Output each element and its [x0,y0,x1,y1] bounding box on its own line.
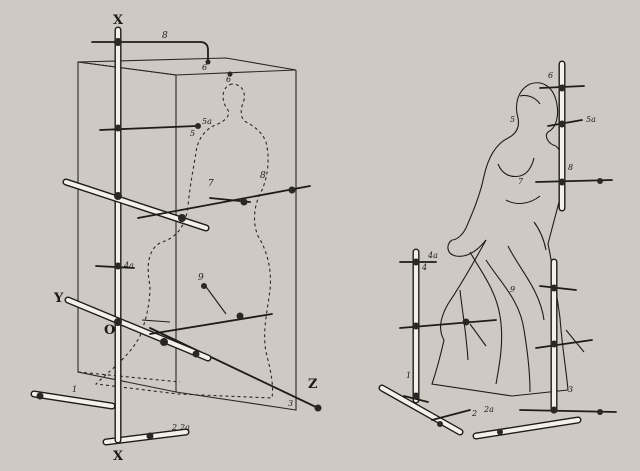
right-label-3: 3 [568,385,573,394]
left-label-5: 5 [190,129,195,138]
left-clamps [36,38,322,440]
figure-silhouette [94,83,274,399]
right-base-rods [378,384,617,440]
seated-figure-drawing [431,82,569,397]
right-clamps [412,84,603,435]
left-label-8-top: 8 [162,31,168,41]
left-label-5a: 5a [202,117,212,126]
right-label-2: 2 [471,409,477,418]
right-label-9: 9 [510,285,515,294]
block-outline [77,57,297,411]
axis-y-label: Y [53,291,64,306]
right-label-6: 6 [548,71,553,80]
right-label-4a: 4a [427,251,438,260]
axis-x-top-label: X [113,13,124,28]
upper-cross-tube [62,178,210,232]
left-label-7: 7 [208,179,214,189]
right-label-8: 8 [568,163,573,172]
right-label-4: 4 [421,263,427,272]
left-label-3: 3 [288,399,293,408]
axis-x-bottom-label: X [113,449,124,464]
top-bent-rod [91,41,209,63]
right-label-7: 7 [518,177,524,186]
left-label-2: 2 [171,423,177,432]
right-label-2a: 2a [483,405,494,414]
left-figure: X X Y Z O 8 6 6 5 5a 7 8 4a 9 1 2 2a 3 [30,13,322,464]
left-label-8: 8 [260,171,266,181]
right-label-5a: 5a [586,115,596,124]
y-tube [64,296,212,362]
z-rod [149,327,319,409]
left-label-2a: 2a [179,423,190,432]
axis-z-label: Z [308,377,318,392]
origin-label: O [104,323,115,338]
left-label-6-b: 6 [226,75,231,84]
left-label-6-a: 6 [202,63,207,72]
right-label-1: 1 [406,371,411,380]
right-label-5: 5 [510,115,515,124]
right-figure: 6 5 5a 7 8 4 4a 9 1 2 2a 3 [378,60,617,440]
left-label-4a: 4a [123,261,134,270]
left-label-1: 1 [72,385,77,394]
left-label-9: 9 [198,273,204,283]
